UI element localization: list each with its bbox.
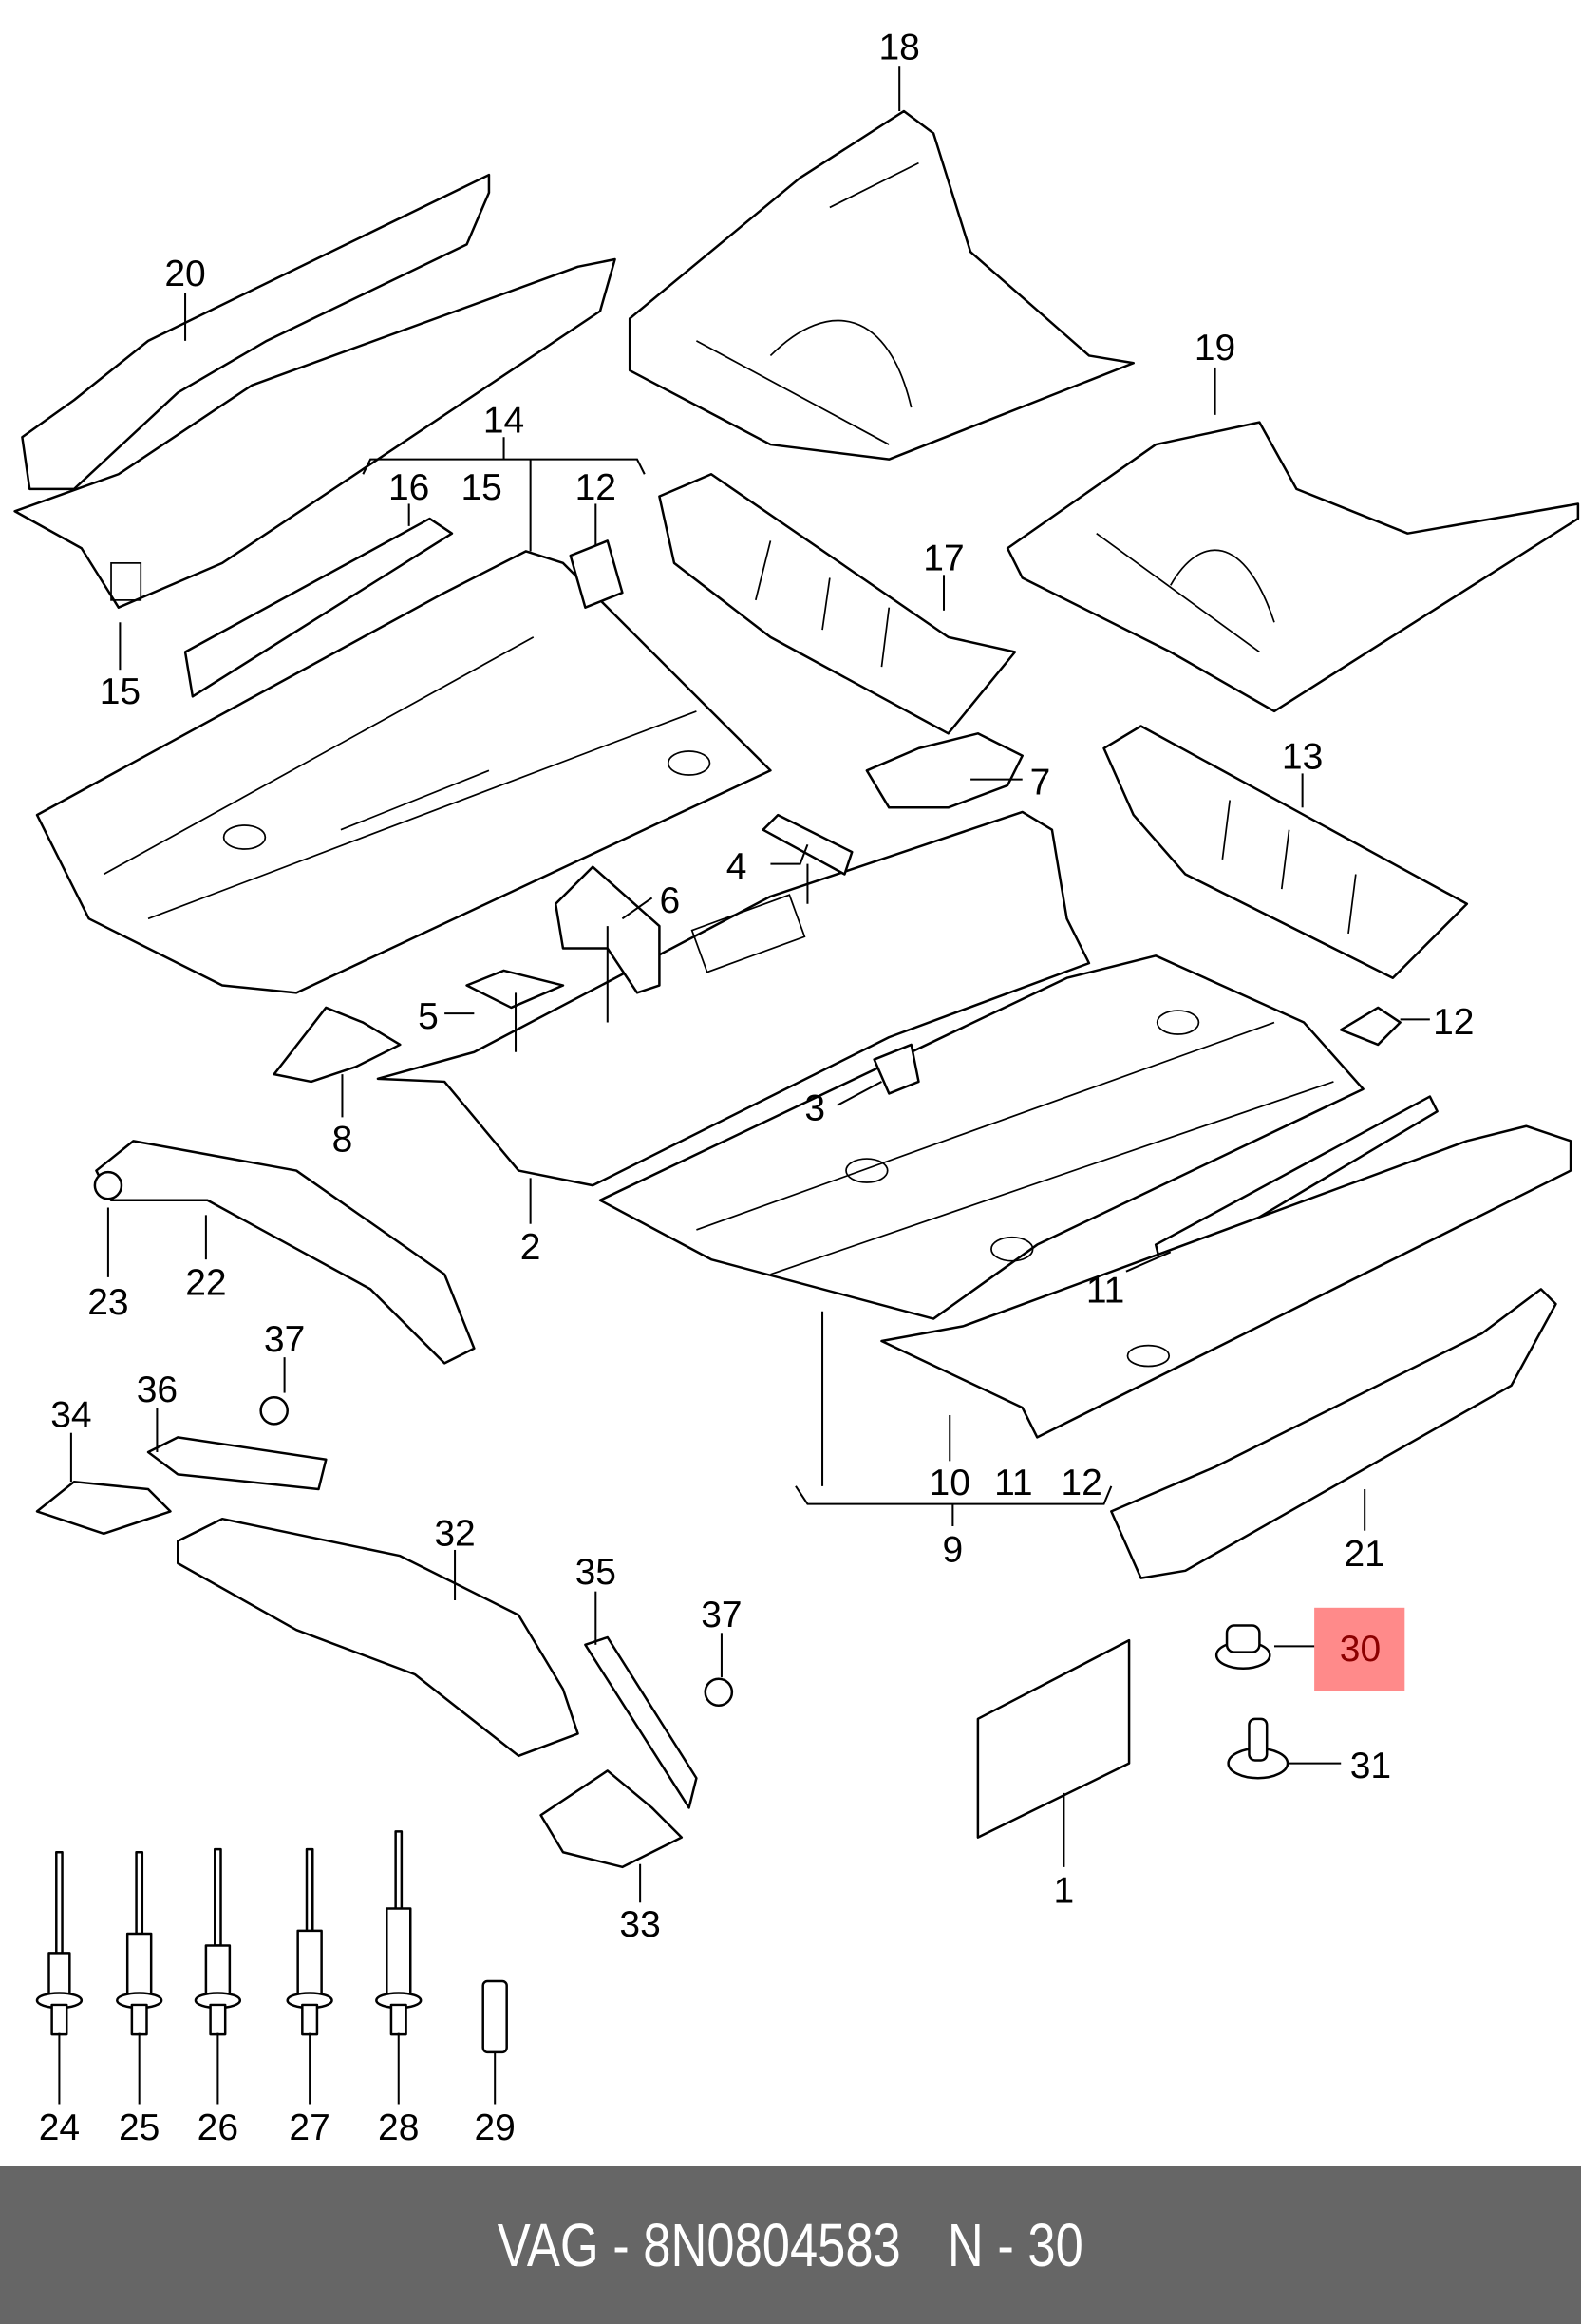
callout-17[interactable]: 17 xyxy=(923,538,964,579)
callout-29[interactable]: 29 xyxy=(474,2107,515,2148)
callout-1[interactable]: 1 xyxy=(1054,1870,1075,1911)
part-16-strip xyxy=(183,517,454,698)
callout-12-bottom[interactable]: 12 xyxy=(1061,1463,1101,1503)
part-5-bracket xyxy=(465,969,565,1010)
part-22-crossmember xyxy=(95,1140,476,1365)
highlight-box-30 xyxy=(1314,1607,1405,1691)
callout-28[interactable]: 28 xyxy=(378,2107,419,2148)
callout-14[interactable]: 14 xyxy=(483,401,524,442)
separator-2: - xyxy=(984,2211,1028,2279)
callout-21[interactable]: 21 xyxy=(1344,1534,1384,1575)
part-12-bracket-right xyxy=(1339,1006,1402,1047)
callout-7[interactable]: 7 xyxy=(1030,762,1051,803)
callout-19[interactable]: 19 xyxy=(1195,328,1235,368)
part-3-bracket xyxy=(873,1043,920,1095)
callout-labels: 18 20 14 16 15 12 15 19 17 7 13 4 6 5 12… xyxy=(39,27,1475,2148)
callout-31[interactable]: 31 xyxy=(1350,1746,1391,1786)
part-23-nut xyxy=(93,1170,123,1200)
part-33-plate xyxy=(539,1769,684,1869)
part-19-rear-floor xyxy=(1006,421,1580,713)
callout-34[interactable]: 34 xyxy=(50,1394,91,1435)
part-32-crossmember xyxy=(177,1517,579,1758)
brand: VAG xyxy=(497,2211,599,2279)
callout-37-right[interactable]: 37 xyxy=(701,1595,742,1635)
callout-11[interactable]: 11 xyxy=(1086,1270,1125,1311)
position-number: 30 xyxy=(1027,2211,1084,2279)
callout-3[interactable]: 3 xyxy=(804,1088,825,1129)
part-13-panel xyxy=(1102,725,1469,979)
footer-text: VAG - 8N0804583 N - 30 xyxy=(498,2210,1083,2280)
callout-11-bottom[interactable]: 11 xyxy=(994,1463,1033,1503)
part-1-pad xyxy=(976,1638,1131,1839)
separator: - xyxy=(598,2211,644,2279)
part-37-nut-2 xyxy=(704,1677,734,1708)
part-7-bracket xyxy=(865,732,1024,809)
callout-24[interactable]: 24 xyxy=(39,2107,80,2148)
part-36-crossbar xyxy=(146,1436,328,1491)
callout-5[interactable]: 5 xyxy=(418,996,439,1037)
callout-26[interactable]: 26 xyxy=(198,2107,238,2148)
callout-23[interactable]: 23 xyxy=(87,1282,128,1323)
part-31-stud xyxy=(1227,1717,1289,1780)
part-35-bar xyxy=(584,1635,698,1809)
part-37-nut xyxy=(259,1396,289,1426)
callout-22[interactable]: 22 xyxy=(185,1263,226,1304)
part-8-bracket xyxy=(273,1006,402,1084)
callout-35[interactable]: 35 xyxy=(575,1552,616,1593)
callout-9[interactable]: 9 xyxy=(943,1529,964,1570)
callout-12-right[interactable]: 12 xyxy=(1433,1002,1474,1043)
part-2-tunnel xyxy=(376,810,1091,1187)
callout-15[interactable]: 15 xyxy=(461,467,501,508)
part-18-rear-floor xyxy=(628,109,1135,461)
callout-32[interactable]: 32 xyxy=(434,1513,475,1554)
callout-30[interactable]: 30 xyxy=(1340,1629,1381,1670)
callout-15-left[interactable]: 15 xyxy=(100,671,141,712)
part-9-floor xyxy=(598,954,1365,1320)
callout-6[interactable]: 6 xyxy=(659,880,680,921)
part-number: 8N0804583 xyxy=(643,2211,901,2279)
part-15-sill-left xyxy=(13,257,616,609)
part-30-clip xyxy=(1214,1624,1271,1671)
callout-13[interactable]: 13 xyxy=(1282,737,1323,778)
part-34-plate xyxy=(35,1480,172,1536)
callout-18[interactable]: 18 xyxy=(878,27,919,67)
callout-12[interactable]: 12 xyxy=(575,467,616,508)
fasteners-24-29 xyxy=(35,1830,508,2054)
callout-4[interactable]: 4 xyxy=(726,846,747,887)
part-10-sill-right xyxy=(880,1124,1572,1439)
part-17-panel xyxy=(658,473,1017,735)
callout-20[interactable]: 20 xyxy=(164,254,205,294)
parts-drawings xyxy=(13,109,1580,2054)
callout-2[interactable]: 2 xyxy=(520,1227,541,1268)
callout-36[interactable]: 36 xyxy=(137,1370,178,1410)
part-20-side-member xyxy=(21,173,491,491)
callout-27[interactable]: 27 xyxy=(289,2107,329,2148)
callout-33[interactable]: 33 xyxy=(619,1904,660,1945)
position-prefix: N xyxy=(948,2211,985,2279)
callout-16[interactable]: 16 xyxy=(388,467,429,508)
callout-25[interactable]: 25 xyxy=(119,2107,160,2148)
part-info-footer: VAG - 8N0804583 N - 30 xyxy=(0,2166,1581,2324)
part-21-side-member xyxy=(1110,1288,1557,1579)
part-14-front-floor xyxy=(35,550,772,994)
callout-37[interactable]: 37 xyxy=(264,1319,305,1360)
callout-10[interactable]: 10 xyxy=(930,1463,970,1503)
callout-8[interactable]: 8 xyxy=(332,1119,353,1160)
part-12-bracket-top xyxy=(569,539,624,609)
parts-diagram: 18 20 14 16 15 12 15 19 17 7 13 4 6 5 12… xyxy=(13,27,1580,2148)
